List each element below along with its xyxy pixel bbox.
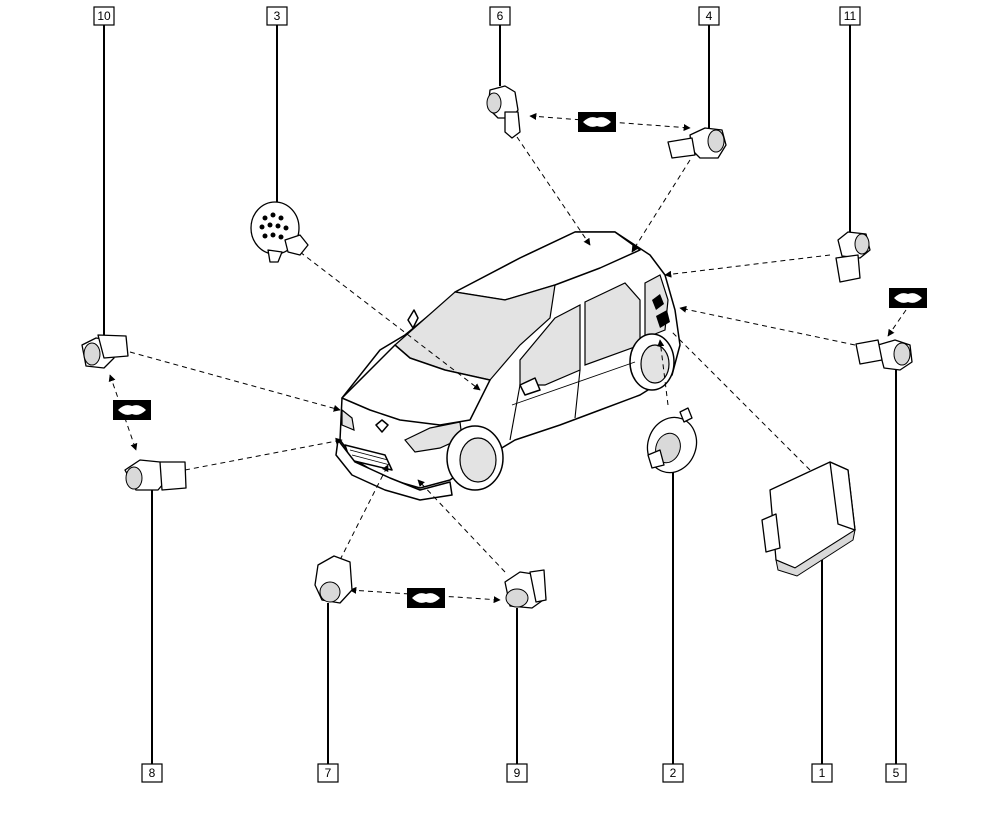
callout-11-label: 11 — [844, 9, 857, 23]
callout-1-label: 1 — [819, 766, 826, 780]
sensor-10 — [81, 334, 129, 369]
callout-1: 1 — [811, 763, 833, 783]
callout-9-label: 9 — [514, 766, 521, 780]
tag-bottom — [407, 588, 445, 608]
buzzer-3 — [250, 201, 309, 263]
callout-2-label: 2 — [670, 766, 677, 780]
buzzer-2 — [646, 407, 698, 474]
sensor-6 — [486, 85, 521, 139]
callout-6-label: 6 — [497, 9, 504, 23]
tag-top — [578, 112, 616, 132]
tag-right — [889, 288, 927, 308]
callout-8: 8 — [141, 763, 163, 783]
connector-tags — [113, 112, 927, 608]
sensor-11 — [835, 231, 871, 283]
callout-10-label: 10 — [97, 9, 111, 23]
callout-6: 6 — [489, 6, 511, 26]
callout-8-label: 8 — [149, 766, 156, 780]
callout-5-label: 5 — [893, 766, 900, 780]
sensor-7 — [314, 555, 353, 604]
callout-7: 7 — [317, 763, 339, 783]
callout-10: 10 — [93, 6, 115, 26]
tag-left — [113, 400, 151, 420]
callout-7-label: 7 — [325, 766, 332, 780]
callout-3-label: 3 — [274, 9, 281, 23]
callout-11: 11 — [839, 6, 861, 26]
sensor-5 — [855, 339, 913, 371]
callout-3: 3 — [266, 6, 288, 26]
sensor-9 — [504, 569, 547, 609]
sensor-4 — [667, 127, 727, 159]
callout-4: 4 — [698, 6, 720, 26]
callout-5: 5 — [885, 763, 907, 783]
callout-9: 9 — [506, 763, 528, 783]
leader-lines — [103, 25, 897, 764]
sensor-8 — [124, 459, 187, 491]
control-unit-1 — [761, 461, 856, 577]
callout-4-label: 4 — [706, 9, 713, 23]
callout-2: 2 — [662, 763, 684, 783]
vehicle-illustration — [335, 231, 681, 501]
